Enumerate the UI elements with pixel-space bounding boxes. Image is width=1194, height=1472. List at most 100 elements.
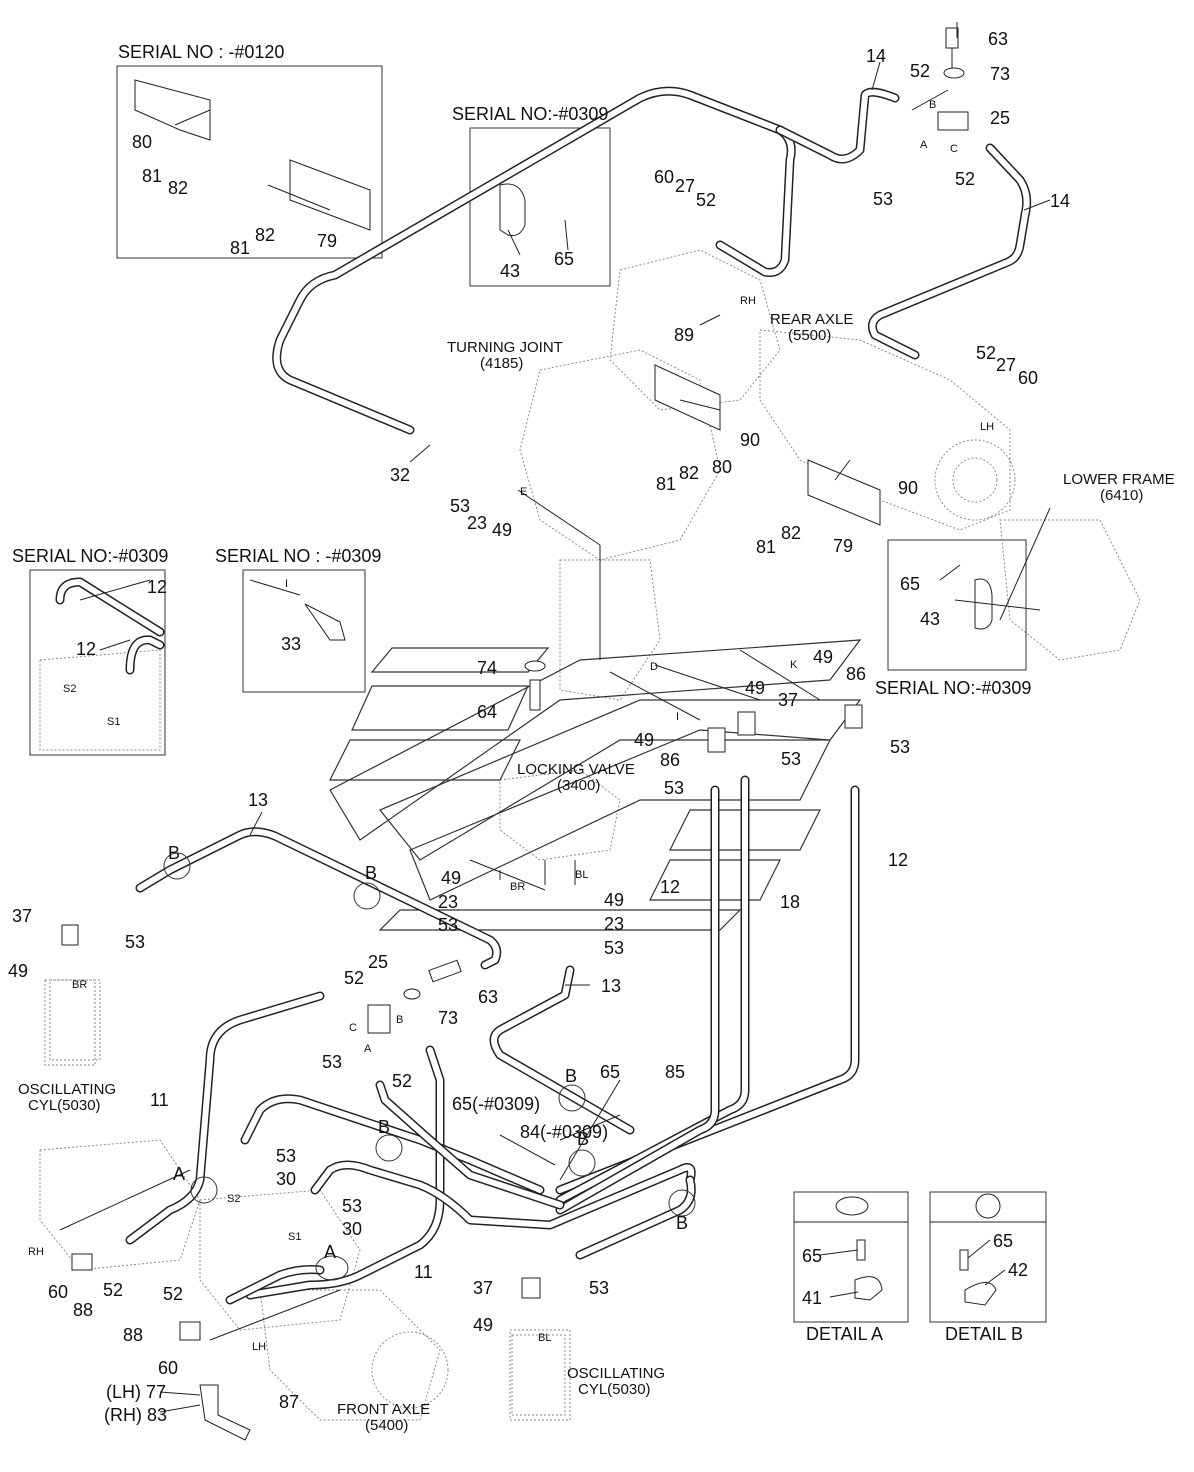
callout: 65 [554, 249, 574, 269]
callout: 60 [158, 1358, 178, 1378]
callout: 52 [163, 1284, 183, 1304]
callout: (LH) 77 [106, 1382, 166, 1402]
svg-text:B: B [396, 1014, 403, 1026]
lower-frame-code: (6410) [1100, 487, 1143, 504]
callout: 23 [467, 513, 487, 533]
turning-joint-code: (4185) [480, 355, 523, 372]
svg-text:B: B [929, 99, 936, 111]
svg-text:B: B [676, 1213, 688, 1233]
callout: 53 [276, 1146, 296, 1166]
callout: 11 [150, 1090, 169, 1110]
serial-label-0309-left: SERIAL NO:-#0309 [12, 546, 168, 566]
callout: 23 [604, 914, 624, 934]
callout: 49 [441, 868, 461, 888]
callout: 53 [890, 737, 910, 757]
svg-text:S2: S2 [63, 683, 76, 695]
callout: 81 [230, 238, 250, 258]
callout: 80 [132, 132, 152, 152]
callout: 88 [123, 1325, 143, 1345]
svg-text:E: E [520, 486, 527, 498]
callout: 49 [634, 730, 654, 750]
svg-text:D: D [650, 661, 658, 673]
hydraulic-lines [55, 86, 1032, 1305]
callout: 27 [996, 355, 1016, 375]
svg-text:RH: RH [28, 1246, 44, 1258]
svg-text:BR: BR [72, 979, 87, 991]
callout: 86 [660, 750, 680, 770]
callout: 53 [125, 932, 145, 952]
callout: 49 [492, 520, 512, 540]
serial-box-0120 [116, 65, 383, 259]
callout: 13 [601, 976, 621, 996]
detail-a-box [793, 1191, 909, 1323]
callout: 25 [990, 108, 1010, 128]
callout: 86 [846, 664, 866, 684]
svg-text:BL: BL [575, 869, 588, 881]
callout: 12 [660, 877, 680, 897]
svg-text:LH: LH [980, 421, 994, 433]
callout: 64 [477, 702, 497, 722]
callout: 52 [344, 968, 364, 988]
callout: 14 [1050, 191, 1070, 211]
svg-text:B: B [365, 863, 377, 883]
locking-valve-label: LOCKING VALVE [517, 761, 635, 778]
callout: 90 [740, 430, 760, 450]
serial-box-0309-right [887, 539, 1027, 671]
callout: 53 [450, 496, 470, 516]
callout: 52 [976, 343, 996, 363]
callout: 12 [147, 577, 167, 597]
fittings [44, 27, 1001, 1441]
callout: 60 [1018, 368, 1038, 388]
osc-cyl-left-code: CYL(5030) [28, 1097, 101, 1114]
callout: 82 [168, 178, 188, 198]
serial-label-0309-mid: SERIAL NO : -#0309 [215, 546, 381, 566]
osc-cyl-right-label: OSCILLATING [567, 1365, 665, 1382]
detail-b-label: DETAIL B [945, 1324, 1023, 1344]
callout: 53 [664, 778, 684, 798]
svg-text:B: B [565, 1066, 577, 1086]
callout: 90 [898, 478, 918, 498]
serial-label-0120: SERIAL NO : -#0120 [118, 42, 284, 62]
serial-label-0309-right: SERIAL NO:-#0309 [875, 678, 1031, 698]
callout: 53 [438, 915, 458, 935]
svg-text:A: A [324, 1242, 336, 1262]
callout: 52 [955, 169, 975, 189]
callout: 53 [589, 1278, 609, 1298]
background-machinery [39, 249, 1141, 1421]
callout: 79 [317, 231, 337, 251]
callout: 52 [103, 1280, 123, 1300]
osc-cyl-left-label: OSCILLATING [18, 1081, 116, 1098]
serial-box-0309-left [29, 569, 166, 756]
callout: 37 [473, 1278, 493, 1298]
callout: 63 [988, 29, 1008, 49]
callout: 82 [255, 225, 275, 245]
serial-box-0309-top [469, 127, 611, 287]
callout: 37 [778, 690, 798, 710]
callout: 60 [654, 167, 674, 187]
svg-text:LH: LH [252, 1341, 266, 1353]
callout: 52 [696, 190, 716, 210]
circle-markers [163, 852, 696, 1281]
svg-text:B: B [577, 1129, 589, 1149]
front-axle-label: FRONT AXLE [337, 1401, 430, 1418]
detail-b-box [929, 1191, 1047, 1323]
callout: 65 [802, 1246, 822, 1266]
callout: 52 [910, 61, 930, 81]
callout: 32 [390, 465, 410, 485]
callout: 33 [281, 634, 301, 654]
callout: 13 [248, 790, 268, 810]
callout: 49 [8, 961, 28, 981]
osc-cyl-right-code: CYL(5030) [578, 1381, 651, 1398]
svg-text:B: B [378, 1117, 390, 1137]
svg-text:BL: BL [538, 1332, 551, 1344]
svg-text:B: B [168, 843, 180, 863]
callout: 53 [604, 938, 624, 958]
callout: 80 [712, 457, 732, 477]
rear-axle-label: REAR AXLE [770, 311, 853, 328]
svg-text:A: A [920, 139, 928, 151]
svg-text:C: C [950, 143, 958, 155]
lower-frame-label: LOWER FRAME [1063, 471, 1175, 488]
callout: 65(-#0309) [452, 1094, 540, 1114]
